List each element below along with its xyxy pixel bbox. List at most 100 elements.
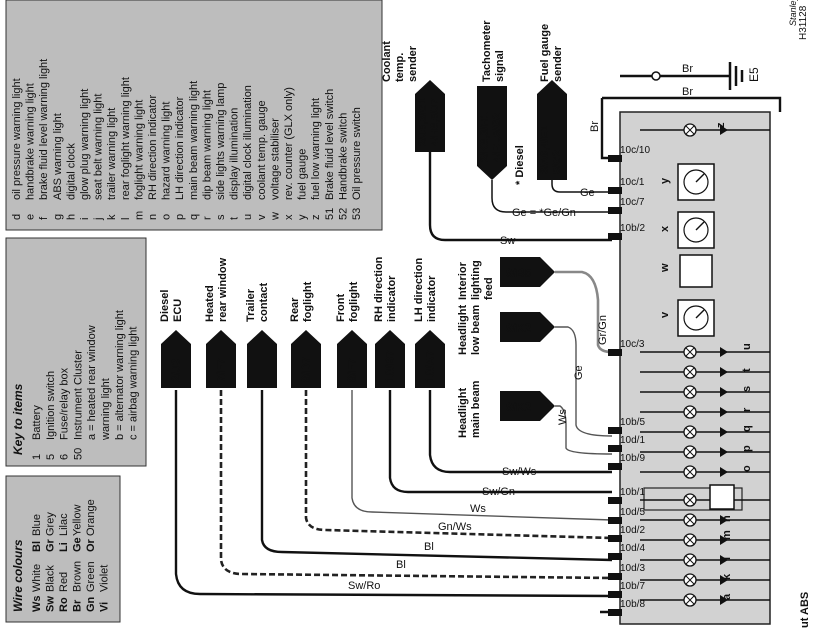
pin-10d-4 [608, 553, 622, 560]
legend-key-7: k [106, 214, 118, 220]
legend-item-5: glow plug warning light [79, 89, 91, 200]
fuel-label-1: sender [552, 45, 564, 82]
connector-trailer [247, 330, 277, 388]
wc-name-a-0: White [31, 564, 43, 592]
tacho-connector-text-0: 2/K8,3/H1 [479, 112, 491, 162]
wire-lowbeam [555, 326, 613, 437]
wire-lines [174, 74, 782, 614]
diode-10 [720, 535, 728, 545]
drawing-ref: H31128 [798, 5, 809, 40]
pin-label-10: 10d/2 [620, 525, 645, 536]
key-text-2: Fuse/relay box [59, 367, 71, 440]
key-panel [5, 237, 147, 467]
wire-fuel [551, 180, 612, 193]
wc-name-a-2: Red [58, 572, 70, 592]
pin-label-8: 10b/1 [620, 487, 645, 498]
wc-code-a-0: Ws [31, 596, 43, 613]
cluster-letter-r: r [741, 407, 753, 412]
pin-label-5: 10b/5 [620, 417, 645, 428]
cluster-letter-w: w [659, 263, 671, 273]
pin-10b-1 [608, 497, 622, 504]
legend-item-0: oil pressure warning light [11, 78, 23, 200]
key-text-1: Ignition switch [45, 371, 57, 440]
pin-10b-9 [608, 463, 622, 470]
legend-item-19: voltage stabiliser [269, 118, 281, 200]
pin-label-2: 10c/7 [620, 197, 645, 208]
label-heated-0: Heated [204, 285, 216, 322]
pin-10d-3 [608, 573, 622, 580]
legend-item-20: rev. counter (GLX only) [283, 87, 295, 200]
diesel-note: * Diesel [514, 145, 526, 185]
pin-label-11: 10d/4 [620, 543, 645, 554]
pin-label-14: 10b/8 [620, 599, 645, 610]
feed-mainbeam-code: 9/K2 [506, 400, 532, 414]
connector-rhdir: 10/B7 [375, 330, 405, 388]
label-rearfog-0: Rear [289, 297, 301, 322]
label-rearfog-1: foglight [302, 281, 314, 322]
cluster-letter-x: x [659, 225, 671, 232]
lamp-cross-8 [685, 495, 695, 505]
wire-rear-fog [304, 390, 613, 540]
lamp-cross-2 [685, 367, 695, 377]
legend-key-19: w [269, 212, 281, 221]
pin-10c-10 [608, 155, 622, 162]
key-num-0: 1 [31, 454, 43, 460]
label-trailer-0: Trailer [245, 288, 257, 322]
legend-key-23: 51 [324, 208, 336, 220]
cluster-letter-o: o [741, 465, 753, 472]
wc-name-b-0: Blue [31, 514, 43, 536]
wire-front-fog [351, 390, 613, 521]
legend-key-2: f [38, 216, 50, 220]
pin-10c-1 [608, 187, 622, 194]
legend-panel [5, 0, 383, 231]
wc-name-a-4: Green [85, 561, 97, 592]
legend-item-10: RH direction indicator [147, 95, 159, 200]
lamp-cross-3 [685, 387, 695, 397]
wire-ground-2 [602, 96, 782, 112]
legend-item-7: trailer warning light [106, 108, 118, 200]
legend-item-17: digital clock illumination [242, 85, 254, 200]
label-rhdir-1: indicator [386, 275, 398, 322]
feed-label-interior-2: feed [483, 277, 495, 300]
ground-br-3: Br [589, 121, 601, 132]
key-text-0: Battery [31, 405, 43, 440]
diode-4 [720, 407, 728, 417]
legend-item-9: foglight warning light [133, 100, 145, 200]
connector-diesel: 2/J3 [161, 330, 191, 388]
ground-br-2: Br [682, 86, 693, 98]
wc-code-b-1: Gr [45, 538, 57, 552]
connector-heated: 7/F7 [206, 330, 236, 388]
digital-clock [709, 484, 735, 510]
legend-item-11: hazard warning light [161, 102, 173, 200]
lamp-cross-13 [685, 595, 695, 605]
key-num-3: 50 [72, 448, 84, 460]
lamp-cross-10 [685, 535, 695, 545]
feed-lowbeam: 9/K2 [500, 312, 555, 342]
ground-junction [651, 71, 661, 81]
pin-10d-1 [608, 445, 622, 452]
legend-item-12: LH direction indicator [174, 96, 186, 200]
diode-2 [720, 367, 728, 377]
wc-code-a-2: Ro [58, 597, 70, 612]
legend-key-20: x [283, 214, 295, 220]
legend-key-25: 53 [351, 208, 363, 220]
legend-key-5: i [79, 218, 91, 220]
fuel-connector-text-0: 3/A6,4/E1 [539, 125, 551, 174]
legend-item-2: brake fluid level warning light [38, 59, 50, 200]
wc-name-b-3: Yellow [72, 505, 84, 536]
wc-code-a-3: Br [72, 599, 84, 612]
legend-item-13: main beam warning light [188, 81, 200, 200]
lamp-cross-5 [685, 427, 695, 437]
key-num-1: 5 [45, 454, 57, 460]
feed-mainbeam: 9/K2 [500, 391, 555, 421]
legend-key-9: m [133, 211, 145, 220]
diode-6 [720, 447, 728, 457]
diode-13 [720, 595, 728, 605]
legend-item-8: rear foglight warning light [120, 77, 132, 200]
pin-label-3: 10b/2 [620, 223, 645, 234]
pin-10d-5 [608, 517, 622, 524]
cluster-letter-k: k [721, 573, 733, 580]
